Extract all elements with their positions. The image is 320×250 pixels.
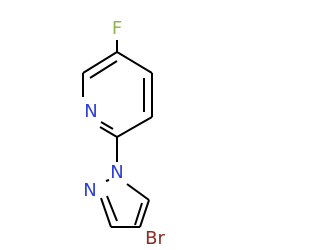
- molecule-diagram: F N N N Br: [82, 18, 165, 249]
- bond-pz-c3-n2: [100, 197, 112, 228]
- bond-c2-n1: [99, 126, 118, 138]
- fluorine-label: F: [112, 18, 122, 39]
- pyridine-ring: [82, 40, 153, 138]
- pyrazole-ring: [100, 179, 150, 228]
- bond-c2-n1-inner: [100, 121, 114, 130]
- bond-pz-c3-n2-inner: [106, 195, 118, 222]
- bond-c6-c5: [82, 51, 118, 74]
- pyridine-nitrogen-label: N: [84, 101, 97, 122]
- bond-pz-c5-c4-inner: [134, 202, 143, 226]
- bond-c5-c4: [116, 51, 153, 74]
- bond-pz-n2-n1: [105, 179, 110, 182]
- bond-c6-c5-inner: [89, 60, 118, 79]
- pyrazole-n2-label: N: [83, 180, 96, 201]
- bond-c3-c2: [116, 116, 153, 138]
- bond-pz-n1-c5: [126, 183, 150, 201]
- bond-pz-c5-c4: [139, 199, 150, 228]
- pyrazole-n1-label: N: [110, 162, 123, 183]
- bromine-label: Br: [145, 228, 165, 249]
- structure-canvas: F N N N Br: [82, 18, 166, 249]
